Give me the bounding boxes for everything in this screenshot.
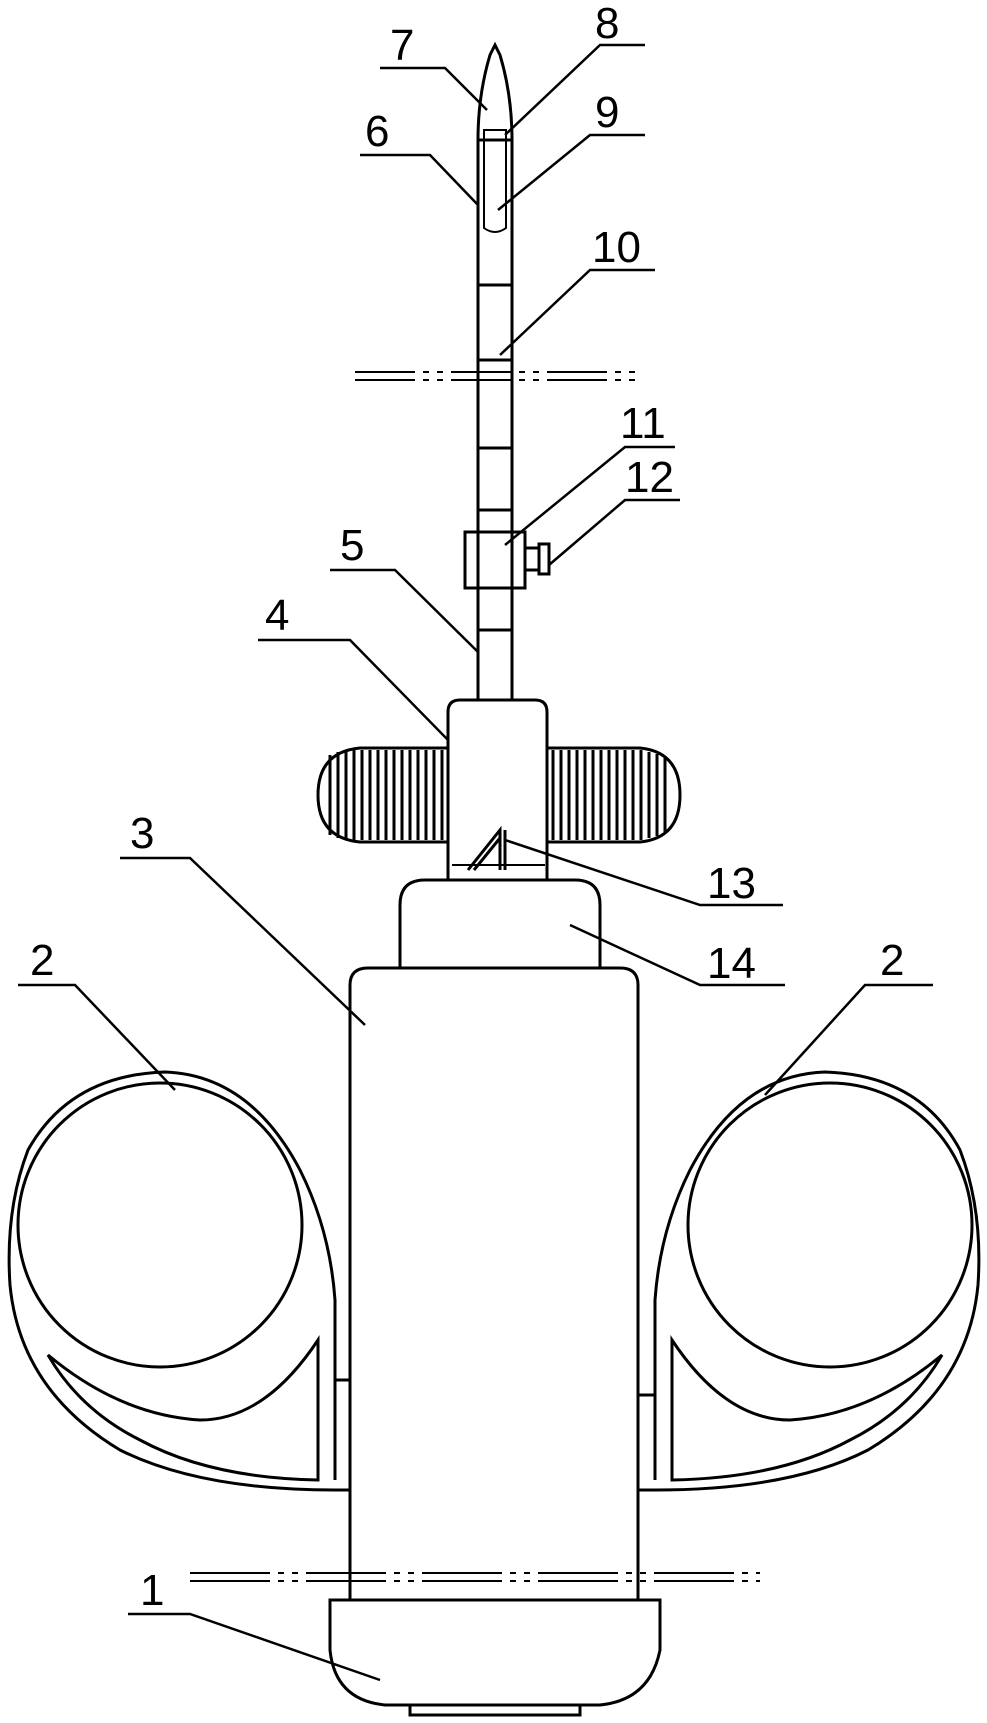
base-cap bbox=[330, 1600, 660, 1715]
label-8: 8 bbox=[595, 0, 619, 48]
label-7: 7 bbox=[390, 21, 414, 70]
label-14: 14 bbox=[707, 939, 756, 988]
break-line-lower bbox=[190, 1573, 760, 1581]
needle-shaft bbox=[478, 240, 512, 700]
main-body bbox=[350, 968, 638, 1600]
label-1: 1 bbox=[140, 1566, 164, 1615]
right-finger-ring bbox=[638, 1072, 979, 1490]
label-2-right: 2 bbox=[880, 936, 904, 985]
label-6: 6 bbox=[365, 107, 389, 156]
cap bbox=[400, 880, 600, 968]
break-line-upper bbox=[355, 372, 640, 380]
label-2-left: 2 bbox=[30, 936, 54, 985]
knob-wings bbox=[318, 748, 680, 842]
label-11: 11 bbox=[620, 399, 666, 448]
label-12: 12 bbox=[625, 453, 674, 502]
rotating-knob bbox=[448, 700, 547, 880]
part-labels: 7 8 6 9 10 11 12 5 4 3 13 14 2 2 1 bbox=[30, 0, 904, 1615]
label-9: 9 bbox=[595, 88, 619, 137]
label-4: 4 bbox=[265, 591, 289, 640]
needle-tip bbox=[478, 45, 512, 240]
label-3: 3 bbox=[130, 809, 154, 858]
label-5: 5 bbox=[340, 521, 364, 570]
left-finger-ring bbox=[9, 1072, 350, 1490]
label-13: 13 bbox=[707, 859, 756, 908]
label-10: 10 bbox=[592, 223, 641, 272]
